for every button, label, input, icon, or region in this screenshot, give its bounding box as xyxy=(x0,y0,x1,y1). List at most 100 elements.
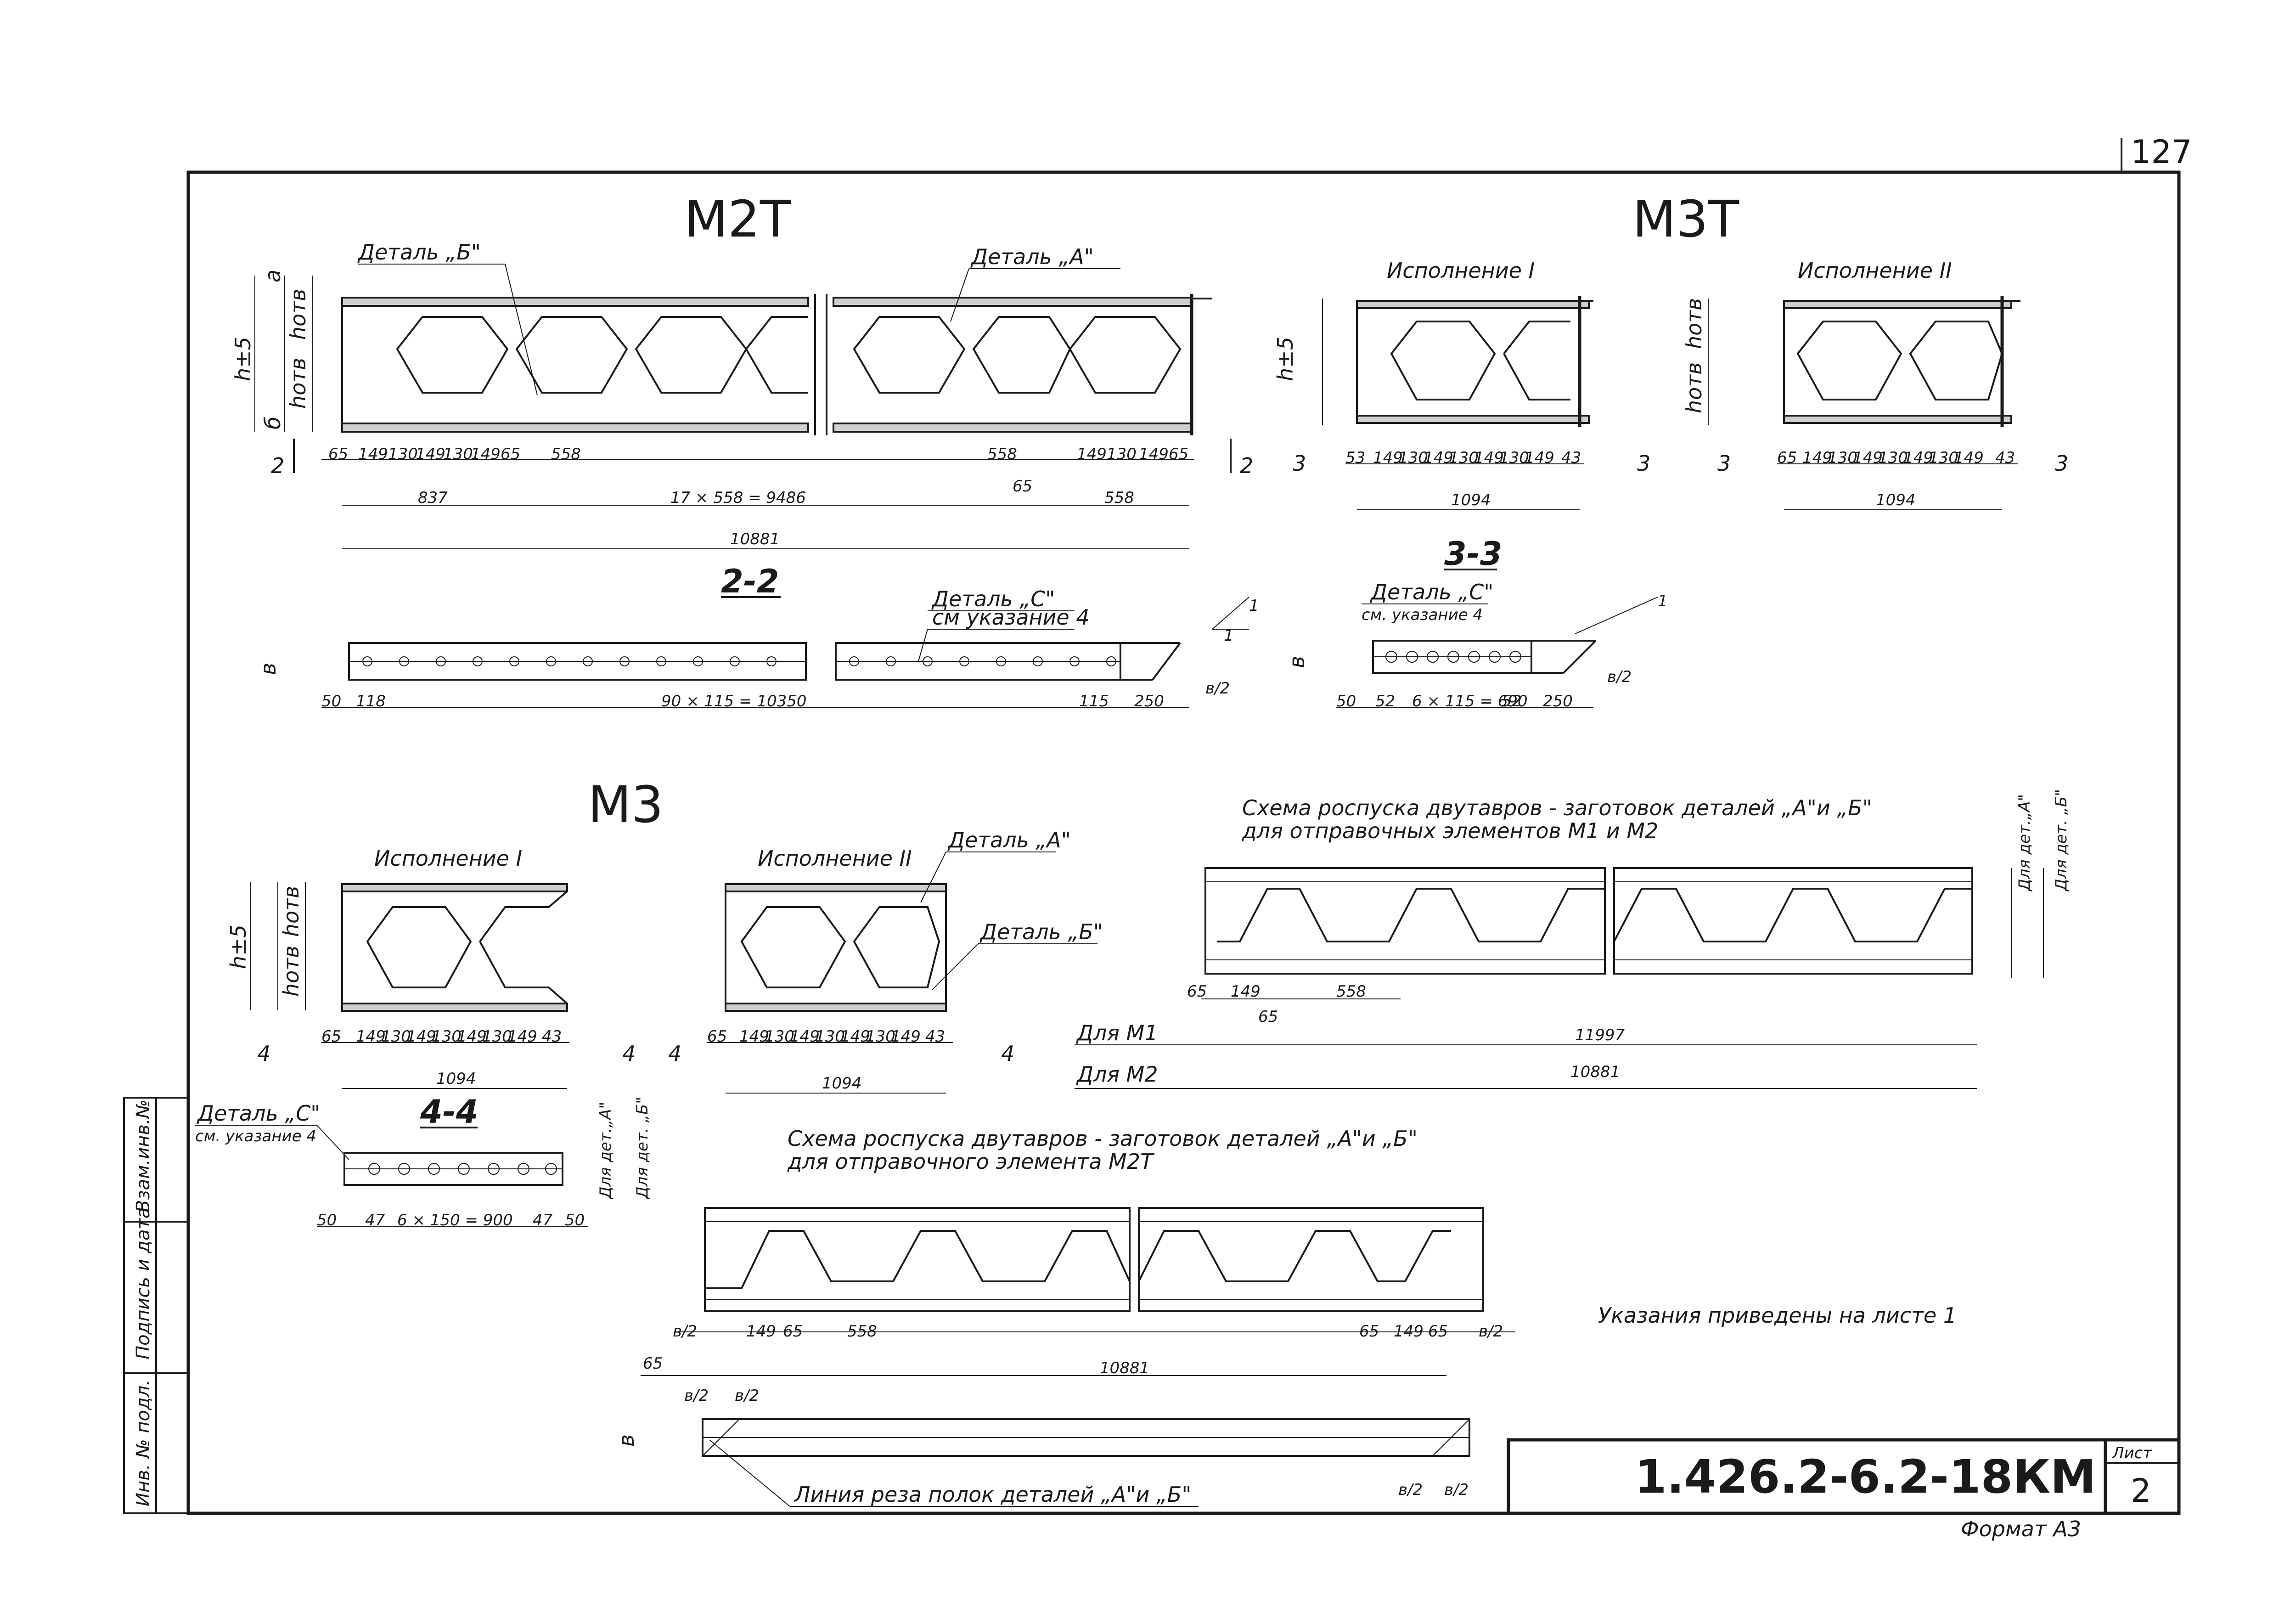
m3-section-mark-l2: 4 xyxy=(668,1041,681,1066)
m3t-total-1: 1094 xyxy=(1451,491,1491,509)
beam-m3t-var2 xyxy=(1783,296,2020,427)
svg-text:hотв: hотв xyxy=(279,886,304,937)
m2t-slope-1b: 1 xyxy=(1224,626,1234,645)
svg-text:118: 118 xyxy=(356,692,386,710)
svg-text:149: 149 xyxy=(891,1027,921,1046)
svg-text:149: 149 xyxy=(790,1027,820,1046)
svg-text:65: 65 xyxy=(328,445,348,463)
scheme2-for-det-a: Для дет.„А" xyxy=(597,1102,615,1200)
svg-text:149: 149 xyxy=(416,445,445,463)
side-vzam-inv: Взам.инв.№ xyxy=(133,1100,154,1212)
section-3-3-title: 3-3 xyxy=(1444,535,1502,573)
m3t-section-mark-r1: 3 xyxy=(1637,451,1650,476)
beam-m3t-var1 xyxy=(1356,296,1593,427)
svg-text:50: 50 xyxy=(321,692,341,710)
m3t-bottom-dims: 50 52 6 × 115 = 690 52 250 xyxy=(1336,692,1573,710)
callout-see-note-m3: см. указание 4 xyxy=(195,1127,316,1145)
svg-text:149: 149 xyxy=(1077,445,1107,463)
section-4-4-title: 4-4 xyxy=(420,1093,478,1131)
callout-detail-a-m2t: Деталь „А" xyxy=(970,244,1094,269)
scheme1-len-m2: 10881 xyxy=(1570,1063,1620,1081)
svg-text:52: 52 xyxy=(1375,692,1395,710)
svg-text:558: 558 xyxy=(987,445,1017,463)
svg-text:hотв: hотв xyxy=(279,946,304,997)
svg-text:130: 130 xyxy=(432,1027,461,1046)
svg-text:б: б xyxy=(260,417,285,429)
svg-text:65: 65 xyxy=(1777,449,1797,467)
beam-m3-var2 xyxy=(725,883,947,1012)
flange-plan-4-4 xyxy=(343,1152,563,1186)
svg-text:6 × 115 = 690: 6 × 115 = 690 xyxy=(1412,692,1528,710)
m3t-section-mark-l2: 3 xyxy=(1717,451,1731,476)
svg-text:а: а xyxy=(260,270,285,282)
svg-text:130: 130 xyxy=(866,1027,895,1046)
svg-text:65: 65 xyxy=(321,1027,341,1046)
flange-plan-3-3 xyxy=(1372,640,1597,674)
svg-text:130: 130 xyxy=(381,1027,411,1046)
m3-section-mark-r1: 4 xyxy=(622,1041,636,1066)
svg-text:250: 250 xyxy=(1134,692,1164,710)
title-m2t: М2Т xyxy=(684,190,791,248)
svg-text:50: 50 xyxy=(565,1211,585,1229)
m3-section-mark-r2: 4 xyxy=(1001,1041,1014,1066)
svg-text:149: 149 xyxy=(457,1027,487,1046)
m2t-b2-label: в/2 xyxy=(1205,679,1230,698)
note-text: Указания приведены на листе 1 xyxy=(1598,1303,1957,1328)
flange-plan-2-2 xyxy=(348,642,1181,681)
svg-text:130: 130 xyxy=(388,445,418,463)
svg-text:47: 47 xyxy=(533,1211,553,1229)
m3t-b-label: в xyxy=(1284,656,1309,668)
scheme2-blank xyxy=(704,1207,1484,1312)
scheme2-b2-tr: в/2 xyxy=(735,1387,759,1405)
side-sign-date: Подпись и дата xyxy=(133,1207,154,1359)
svg-text:149: 149 xyxy=(1373,449,1403,467)
svg-text:115: 115 xyxy=(1079,692,1109,710)
svg-text:h±5: h±5 xyxy=(231,337,255,381)
svg-text:47: 47 xyxy=(365,1211,385,1229)
m3-dims-row2: 65 149 130 149 130 149 130 149 43 xyxy=(707,1027,945,1046)
svg-text:43: 43 xyxy=(542,1027,562,1046)
scheme2-b-label: в xyxy=(614,1434,639,1447)
drawing-code: 1.426.2-6.2-18КМ xyxy=(1635,1450,2096,1504)
svg-text:h±5: h±5 xyxy=(226,925,251,969)
svg-text:hотв: hотв xyxy=(1682,362,1706,413)
svg-text:149: 149 xyxy=(1903,449,1933,467)
scheme2-b2-tl: в/2 xyxy=(684,1387,709,1405)
page-number: 127 xyxy=(2131,133,2192,171)
svg-text:149: 149 xyxy=(1954,449,1984,467)
svg-text:65: 65 xyxy=(1169,445,1188,463)
svg-text:130: 130 xyxy=(1107,445,1137,463)
callout-detail-c-m2t: Деталь „С" xyxy=(931,586,1055,611)
svg-text:149: 149 xyxy=(746,1322,776,1341)
svg-text:149: 149 xyxy=(507,1027,537,1046)
callout-cut-line: Линия реза полок деталей „А"и „Б" xyxy=(793,1482,1192,1507)
scheme1-for-m2: Для М2 xyxy=(1076,1062,1158,1087)
svg-text:130: 130 xyxy=(1929,449,1958,467)
svg-text:43: 43 xyxy=(1995,449,2015,467)
m3t-dims-row2: 65 149 130 149 130 149 130 149 43 xyxy=(1777,449,2015,467)
m2t-dim-558-end: 558 xyxy=(1104,489,1134,507)
svg-text:149: 149 xyxy=(1474,449,1504,467)
m3-dims-row1: 65 149 130 149 130 149 130 149 43 xyxy=(321,1027,562,1046)
drawing-frame xyxy=(186,170,2181,1515)
svg-text:130: 130 xyxy=(1449,449,1479,467)
svg-text:53: 53 xyxy=(1345,449,1365,467)
svg-text:130: 130 xyxy=(443,445,473,463)
scheme1-for-det-a: Для дет.„А" xyxy=(2015,794,2034,892)
svg-text:149: 149 xyxy=(1394,1322,1424,1341)
scheme1-title-1: Схема роспуска двутавров - заготовок дет… xyxy=(1242,795,1872,820)
m3t-dims-row1: 53 149 130 149 130 149 130 149 43 xyxy=(1345,449,1581,467)
beam-m3-var1 xyxy=(341,883,568,1012)
svg-text:149: 149 xyxy=(1139,445,1169,463)
sheet-label: Лист xyxy=(2111,1444,2152,1462)
scheme2-b2-bl: в/2 xyxy=(1398,1481,1423,1499)
height-labels-m3: h±5 hотв hотв xyxy=(226,882,306,1010)
m2t-dim-837: 837 xyxy=(418,489,448,507)
svg-text:в/2: в/2 xyxy=(673,1322,697,1341)
callout-detail-b-m2t: Деталь „Б" xyxy=(357,240,481,265)
callout-detail-b-m3: Деталь „Б" xyxy=(979,919,1103,944)
title-block xyxy=(1507,1438,2181,1515)
svg-text:50: 50 xyxy=(1336,692,1356,710)
svg-text:130: 130 xyxy=(1398,449,1428,467)
svg-text:65: 65 xyxy=(707,1027,727,1046)
